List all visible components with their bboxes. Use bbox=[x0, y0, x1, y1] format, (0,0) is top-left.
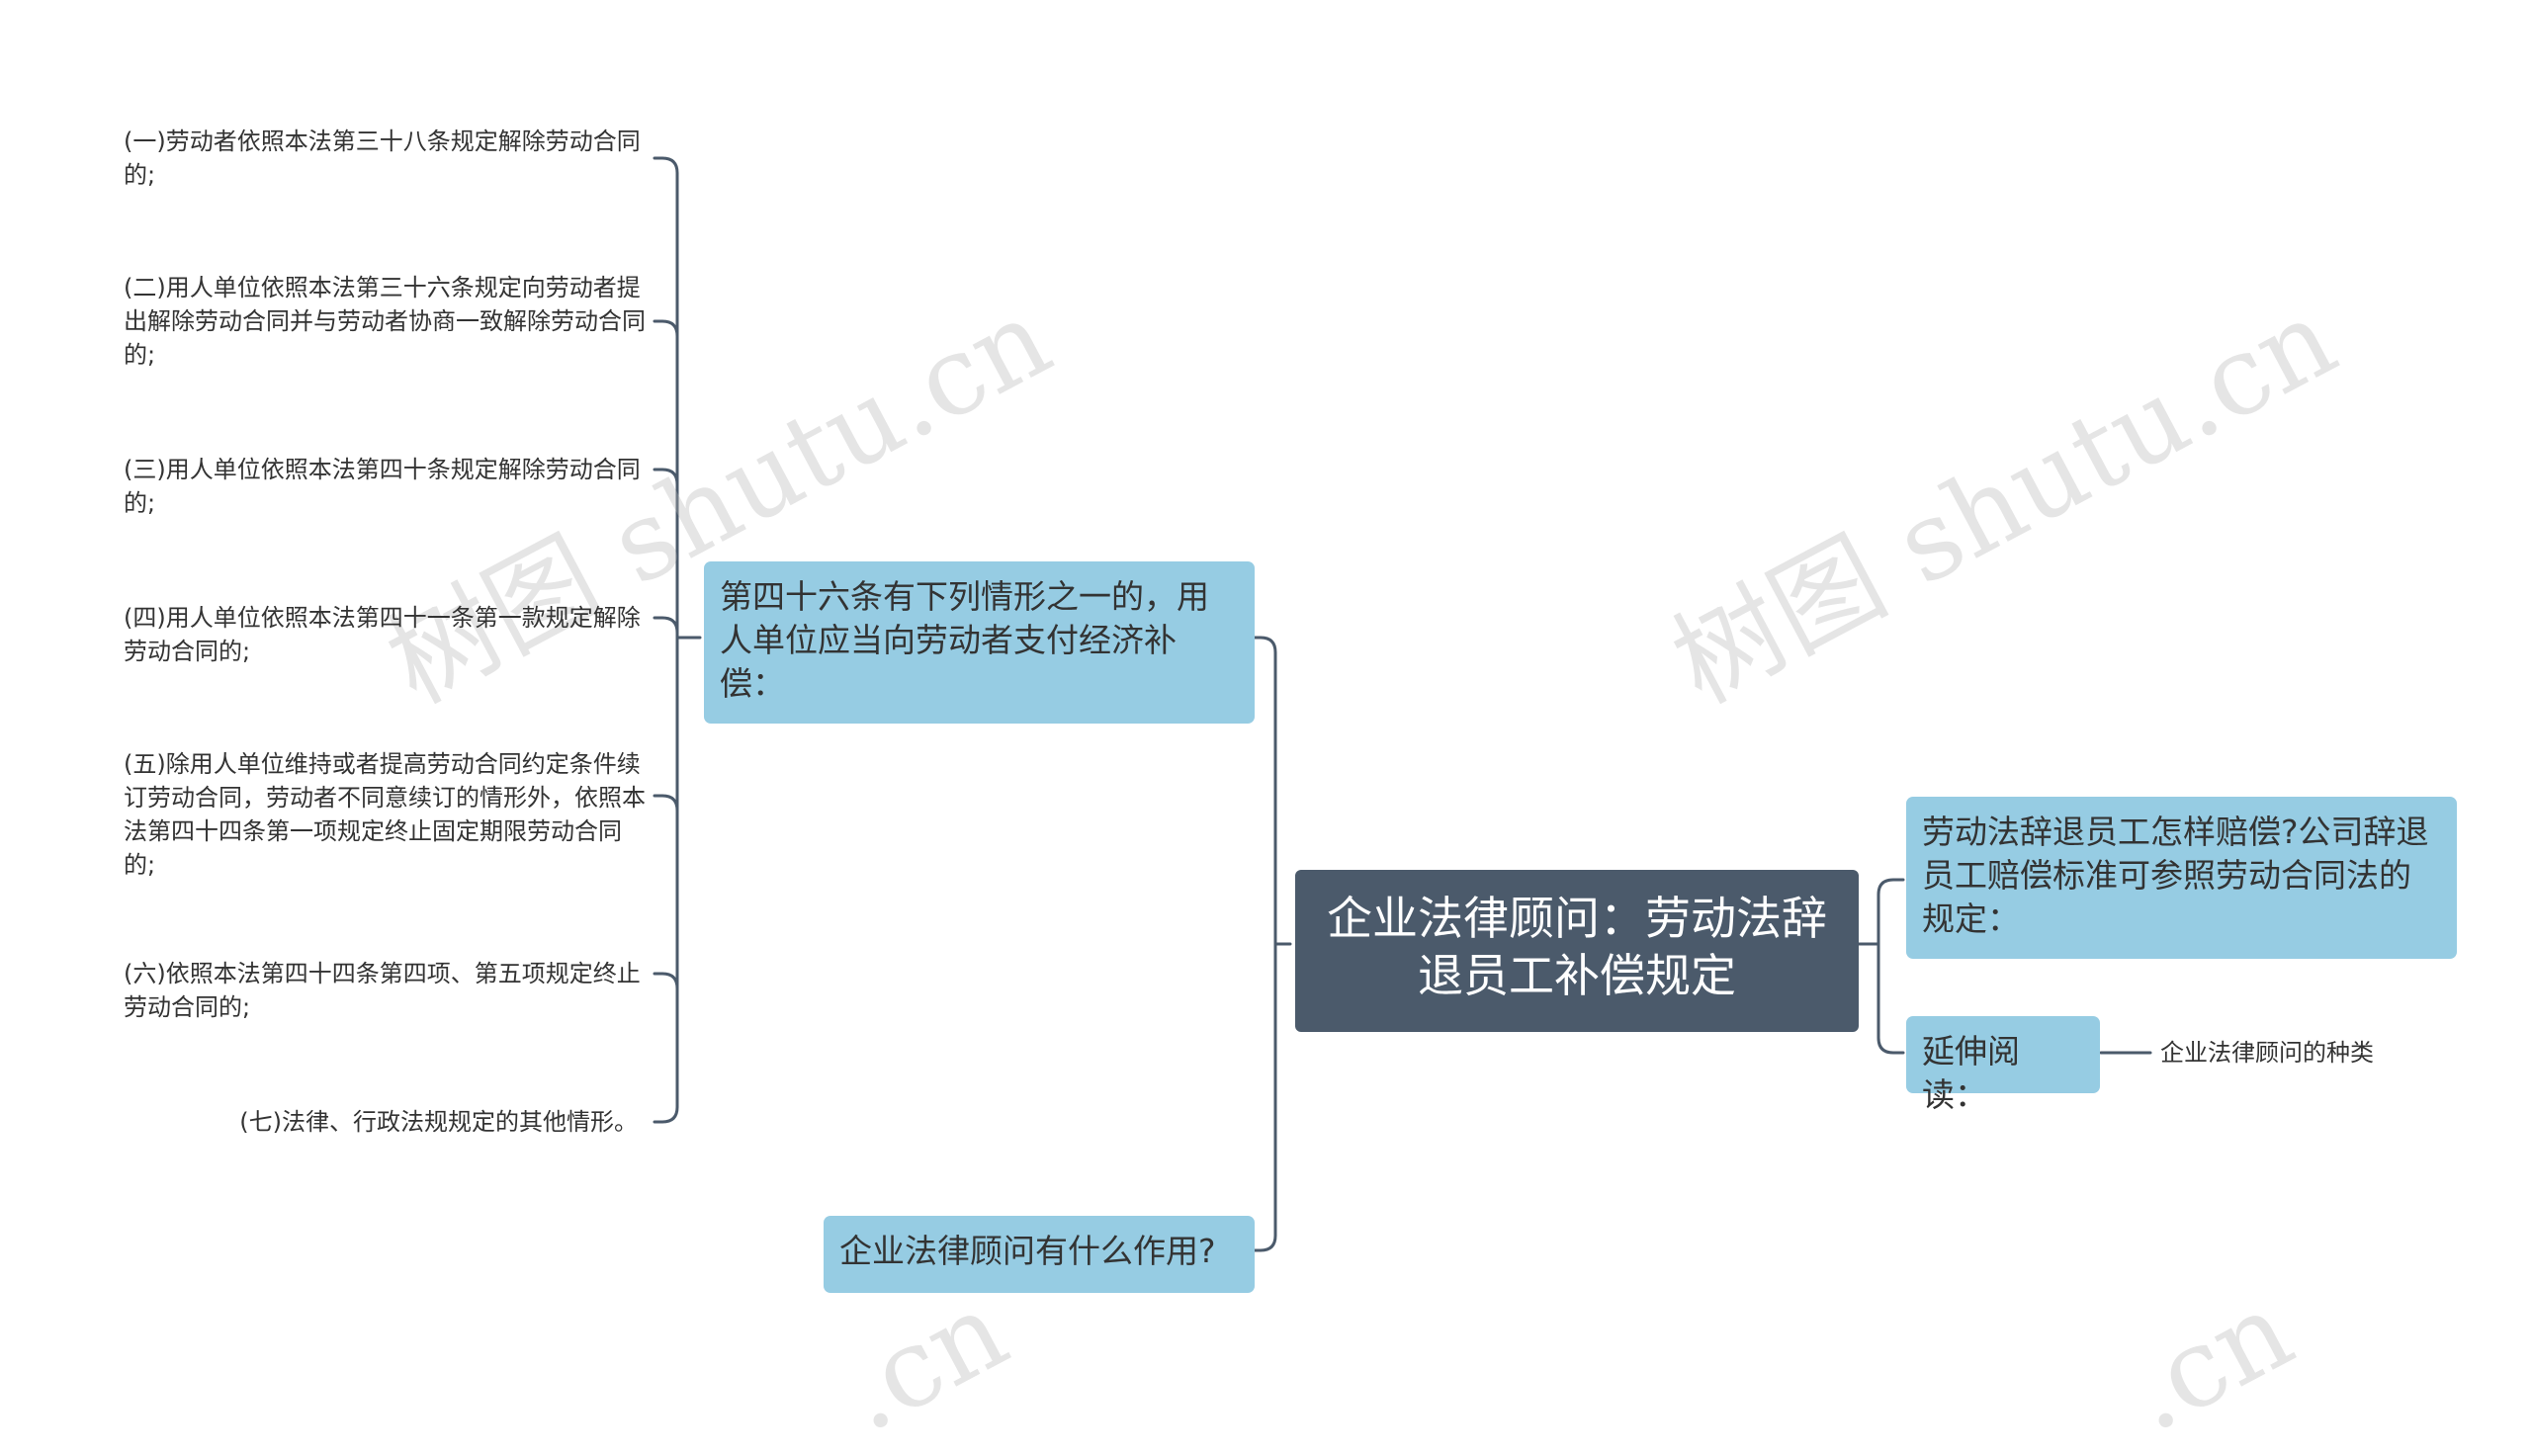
connector-lines bbox=[653, 156, 2152, 1252]
branch-compensation-question[interactable]: 劳动法辞退员工怎样赔偿?公司辞退员工赔偿标准可参照劳动合同法的规定： bbox=[1906, 797, 2457, 959]
leaf-legal-counsel-types[interactable]: 企业法律顾问的种类 bbox=[2160, 1036, 2457, 1070]
link-root-right bbox=[1857, 878, 1905, 1055]
leaf-item-5[interactable]: (五)除用人单位维持或者提高劳动合同约定条件续订劳动合同，劳动者不同意续订的情形… bbox=[124, 747, 648, 882]
leaf-item-2[interactable]: (二)用人单位依照本法第三十六条规定向劳动者提出解除劳动合同并与劳动者协商一致解… bbox=[124, 271, 648, 372]
leaf-text: (二)用人单位依照本法第三十六条规定向劳动者提出解除劳动合同并与劳动者协商一致解… bbox=[124, 274, 646, 369]
leaf-item-6[interactable]: (六)依照本法第四十四条第四项、第五项规定终止劳动合同的; bbox=[124, 957, 648, 1024]
branch-extended-reading[interactable]: 延伸阅读： bbox=[1906, 1016, 2100, 1114]
leaf-item-4[interactable]: (四)用人单位依照本法第四十一条第一款规定解除劳动合同的; bbox=[124, 601, 648, 668]
leaf-item-1[interactable]: (一)劳动者依照本法第三十八条规定解除劳动合同的; bbox=[124, 125, 648, 192]
branch-label: 企业法律顾问有什么作用? bbox=[839, 1232, 1216, 1270]
branch-legal-counsel-role[interactable]: 企业法律顾问有什么作用? bbox=[824, 1216, 1255, 1293]
leaf-text: (三)用人单位依照本法第四十条规定解除劳动合同的; bbox=[124, 456, 641, 517]
root-topic[interactable]: 企业法律顾问：劳动法辞退员工补偿规定 bbox=[1295, 870, 1859, 1032]
leaf-item-3[interactable]: (三)用人单位依照本法第四十条规定解除劳动合同的; bbox=[124, 453, 648, 520]
branch-article-46[interactable]: 第四十六条有下列情形之一的，用人单位应当向劳动者支付经济补偿： bbox=[704, 561, 1255, 724]
leaf-text: (四)用人单位依照本法第四十一条第一款规定解除劳动合同的; bbox=[124, 604, 641, 665]
link-root-left bbox=[1249, 636, 1292, 1252]
branch-label: 劳动法辞退员工怎样赔偿?公司辞退员工赔偿标准可参照劳动合同法的规定： bbox=[1922, 813, 2429, 938]
leaf-text: (一)劳动者依照本法第三十八条规定解除劳动合同的; bbox=[124, 128, 641, 189]
link-branch1-bracket bbox=[653, 156, 702, 1124]
branch-label: 第四十六条有下列情形之一的，用人单位应当向劳动者支付经济补偿： bbox=[720, 577, 1209, 703]
root-topic-title: 企业法律顾问：劳动法辞退员工补偿规定 bbox=[1327, 892, 1827, 1002]
leaf-text: 企业法律顾问的种类 bbox=[2160, 1039, 2374, 1067]
branch-label: 延伸阅读： bbox=[1922, 1032, 2020, 1114]
mind-map-canvas: 树图 shutu.cn 树图 shutu.cn .cn .cn 企业法律顾问：劳… bbox=[124, 125, 2457, 1456]
leaf-text: (六)依照本法第四十四条第四项、第五项规定终止劳动合同的; bbox=[124, 960, 641, 1021]
leaf-text: (七)法律、行政法规规定的其他情形。 bbox=[239, 1108, 638, 1136]
leaf-text: (五)除用人单位维持或者提高劳动合同约定条件续订劳动合同，劳动者不同意续订的情形… bbox=[124, 750, 646, 879]
leaf-item-7[interactable]: (七)法律、行政法规规定的其他情形。 bbox=[124, 1105, 638, 1139]
